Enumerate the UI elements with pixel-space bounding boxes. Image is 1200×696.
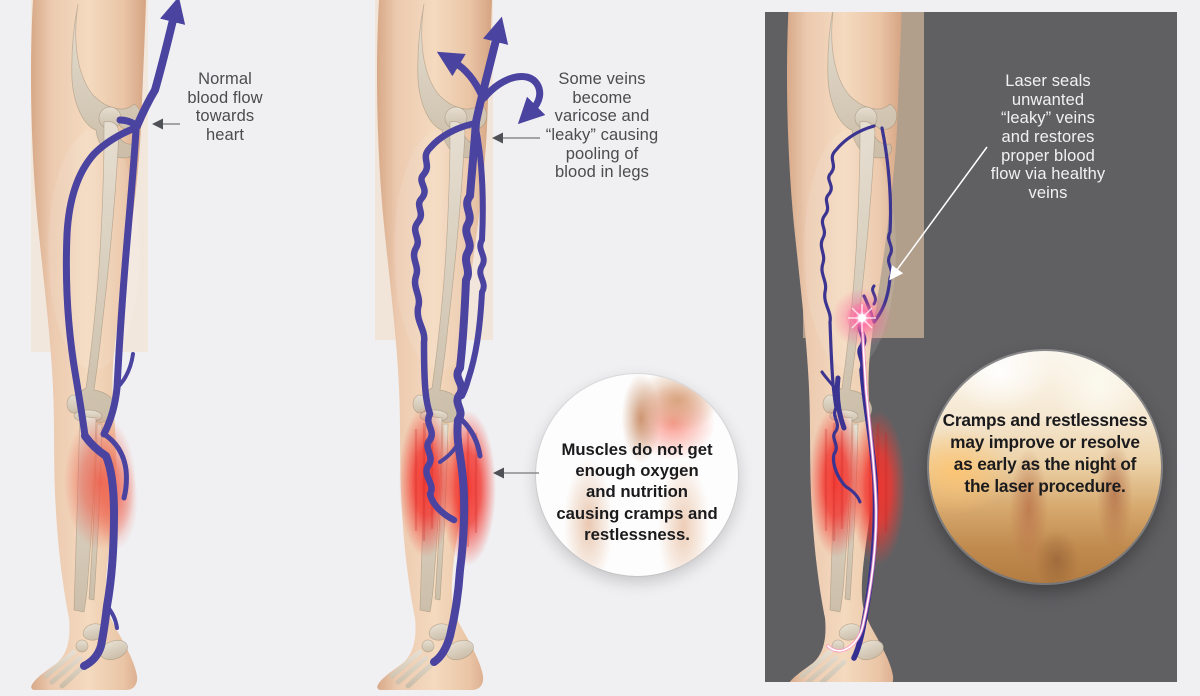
leg-illustration-varicose [368,0,546,696]
blood-flow-up-arrow-icon [133,0,186,130]
varicose-vein-graphic [410,118,487,666]
panel-laser-treatment: Laser seals unwanted “leaky” veins and r… [765,12,1177,682]
inset-muscle-caption: Muscles do not get enough oxygen and nut… [556,440,718,544]
healthy-vein-graphic [62,116,141,670]
laser-glow [832,288,892,348]
leg-illustration-laser [778,12,924,682]
caption-pointer-arrow-icon [492,132,540,144]
skeleton-leg-graphic [787,12,902,682]
inset-beach-walk-photo: Cramps and restlessness may improve or r… [929,351,1161,583]
caption-laser: Laser seals unwanted “leaky” veins and r… [990,72,1106,202]
caption-normal-flow: Normal blood flow towards heart [187,70,263,144]
laser-fiber [826,306,878,653]
inset-muscle-cramp-photo: Muscles do not get enough oxygen and nut… [536,374,738,576]
leg-illustration-normal [22,0,186,696]
inset-beach-caption: Cramps and restlessness may improve or r… [942,410,1148,496]
caption-pointer-arrow-icon [152,118,180,130]
inset-pointer-arrow-icon [493,467,539,479]
laser-target-arrow-icon [889,146,988,281]
reflux-arrows-icon [436,16,546,126]
caption-varicose: Some veins become varicose and “leaky” c… [545,70,659,182]
